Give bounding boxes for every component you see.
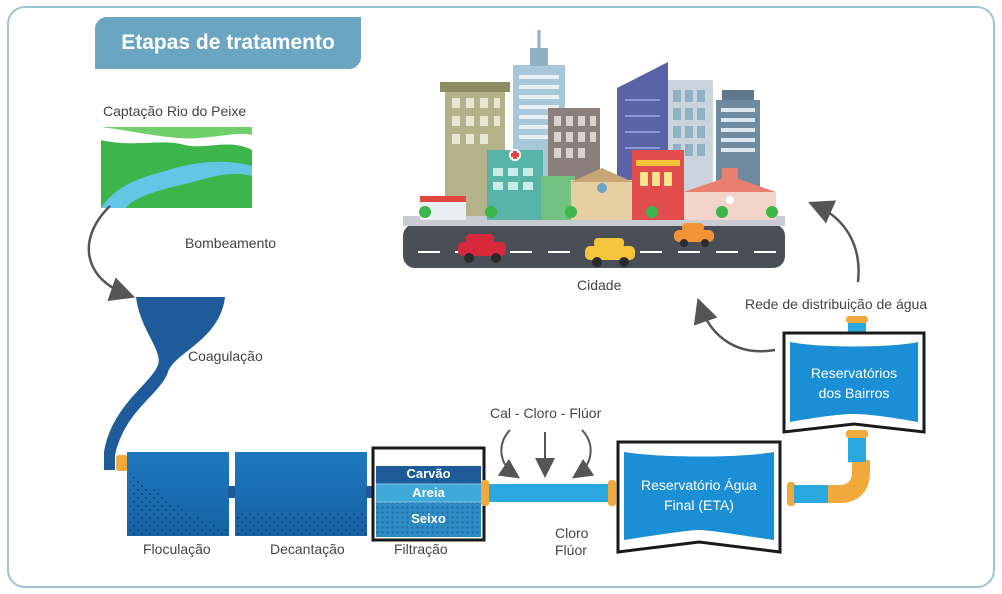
label-reservatorios-bairros-line2: dos Bairros (818, 385, 890, 401)
floculacao-tank (127, 452, 229, 536)
label-carvao: Carvão (406, 466, 451, 481)
label-captacao: Captação Rio do Peixe (103, 103, 247, 119)
label-reservatorio-final-line1: Reservatório Água (641, 477, 757, 493)
label-cloro: Cloro (555, 525, 589, 541)
pipe-connector (366, 486, 376, 498)
river-landscape-icon (101, 127, 252, 208)
label-rede-distribuicao: Rede de distribuição de água (745, 296, 928, 312)
label-filtracao: Filtração (394, 541, 448, 557)
label-bombeamento: Bombeamento (185, 235, 277, 251)
distribution-arrow-left (693, 297, 776, 353)
label-areia: Areia (412, 485, 445, 500)
reservatorio-bairros-tank (782, 316, 926, 434)
pipe-connector (228, 486, 236, 498)
city-illustration (403, 30, 785, 268)
label-reservatorios-bairros-line1: Reservatórios (810, 365, 898, 381)
chemical-arrow-right (572, 429, 595, 479)
label-reservatorio-final-line2: Final (ETA) (664, 497, 734, 513)
orange-car-icon (674, 223, 714, 247)
bombeamento-arrow (87, 205, 136, 302)
label-fluor: Flúor (555, 542, 587, 558)
chemical-arrow-left (497, 429, 520, 479)
label-chemicals: Cal - Cloro - Flúor (490, 405, 602, 421)
yellow-taxi-icon (585, 238, 635, 267)
coagulation-funnel-icon (104, 297, 225, 471)
label-decantacao: Decantação (270, 541, 345, 557)
label-cidade: Cidade (577, 277, 622, 293)
main-pipe (481, 480, 616, 506)
label-coagulacao: Coagulação (188, 348, 263, 364)
pipe-to-bairros (787, 430, 870, 506)
diagram-frame (7, 6, 995, 588)
label-seixo: Seixo (411, 511, 446, 526)
distribution-arrow-right (808, 200, 860, 283)
decantacao-tank (235, 452, 367, 536)
diagram-title: Etapas de tratamento (95, 17, 361, 69)
label-floculacao: Floculação (143, 541, 211, 557)
reservatorio-final-tank (616, 440, 782, 554)
red-car-icon (458, 234, 506, 263)
